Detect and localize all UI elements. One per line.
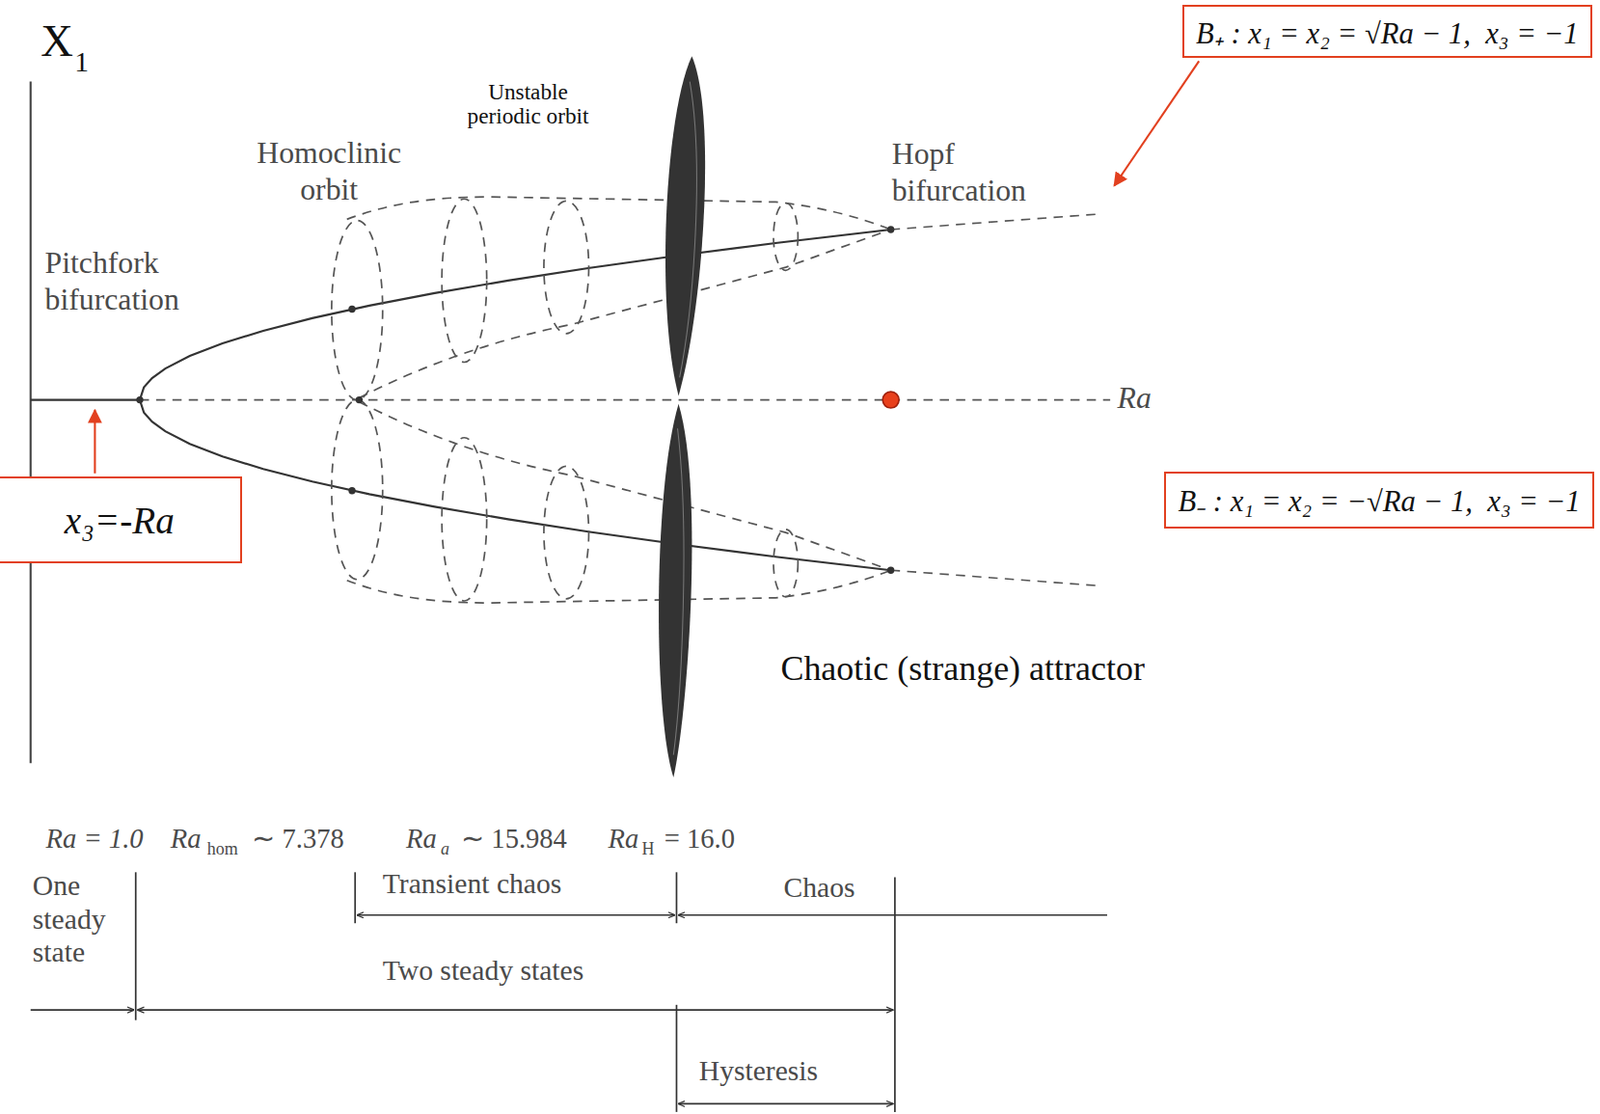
formula-box: B₊ : x₁ = x₂ = √Ra − 1, x₃ = −1 <box>1182 4 1593 58</box>
vertical-axis <box>29 81 32 764</box>
formula-text: B₋ : x₁ = x₂ = −√Ra − 1, x₃ = −1 <box>1177 479 1580 520</box>
range-label: Two steady states <box>382 953 584 989</box>
annotation: Homoclinic orbit <box>229 135 429 209</box>
annotation: Unstable periodic orbit <box>459 80 597 130</box>
formula-box: x₃=-Ra <box>0 476 243 564</box>
range-label: One steady state <box>32 868 136 968</box>
annotation: Pitchfork bifurcation <box>45 244 250 319</box>
range-label: Transient chaos <box>382 867 563 902</box>
dashed-orbits <box>331 196 1098 603</box>
parameter-value: = 16.0 <box>664 822 735 856</box>
range-label: Hysteresis <box>699 1054 818 1089</box>
strange-attractor <box>658 55 706 778</box>
formula-text: x₃=-Ra <box>64 498 175 543</box>
parameter-subscript: H <box>642 839 655 861</box>
axis-subscript: 1 <box>74 45 89 81</box>
formula-text: B₊ : x₁ = x₂ = √Ra − 1, x₃ = −1 <box>1195 11 1579 53</box>
range-label: Chaos <box>784 870 856 906</box>
formula-box: B₋ : x₁ = x₂ = −√Ra − 1, x₃ = −1 <box>1164 471 1594 529</box>
parameter-name: Ra <box>608 822 640 856</box>
marker-dot <box>882 391 899 408</box>
parameter-name: Ra <box>170 822 202 856</box>
upper-branch <box>139 229 892 401</box>
branch-points <box>135 225 895 574</box>
parameter-value: Ra = 1.0 <box>46 822 144 856</box>
stable-branch <box>30 399 140 402</box>
lower-branch <box>139 400 892 571</box>
callout-arrow <box>1113 60 1199 186</box>
annotation: Chaotic (strange) attractor <box>780 648 1145 690</box>
range-bars <box>30 871 1108 1112</box>
unstable-branch <box>139 399 1111 402</box>
parameter-subscript: a <box>440 839 450 861</box>
parameter-value: ∼ 15.984 <box>461 822 568 856</box>
axis-label: Ra <box>1117 379 1152 417</box>
parameter-subscript: hom <box>207 839 239 861</box>
callout-arrow <box>93 409 96 474</box>
axis-label: X <box>40 14 74 69</box>
annotation: Hopf bifurcation <box>892 135 1076 210</box>
parameter-value: ∼ 7.378 <box>251 822 344 856</box>
parameter-name: Ra <box>406 822 437 856</box>
